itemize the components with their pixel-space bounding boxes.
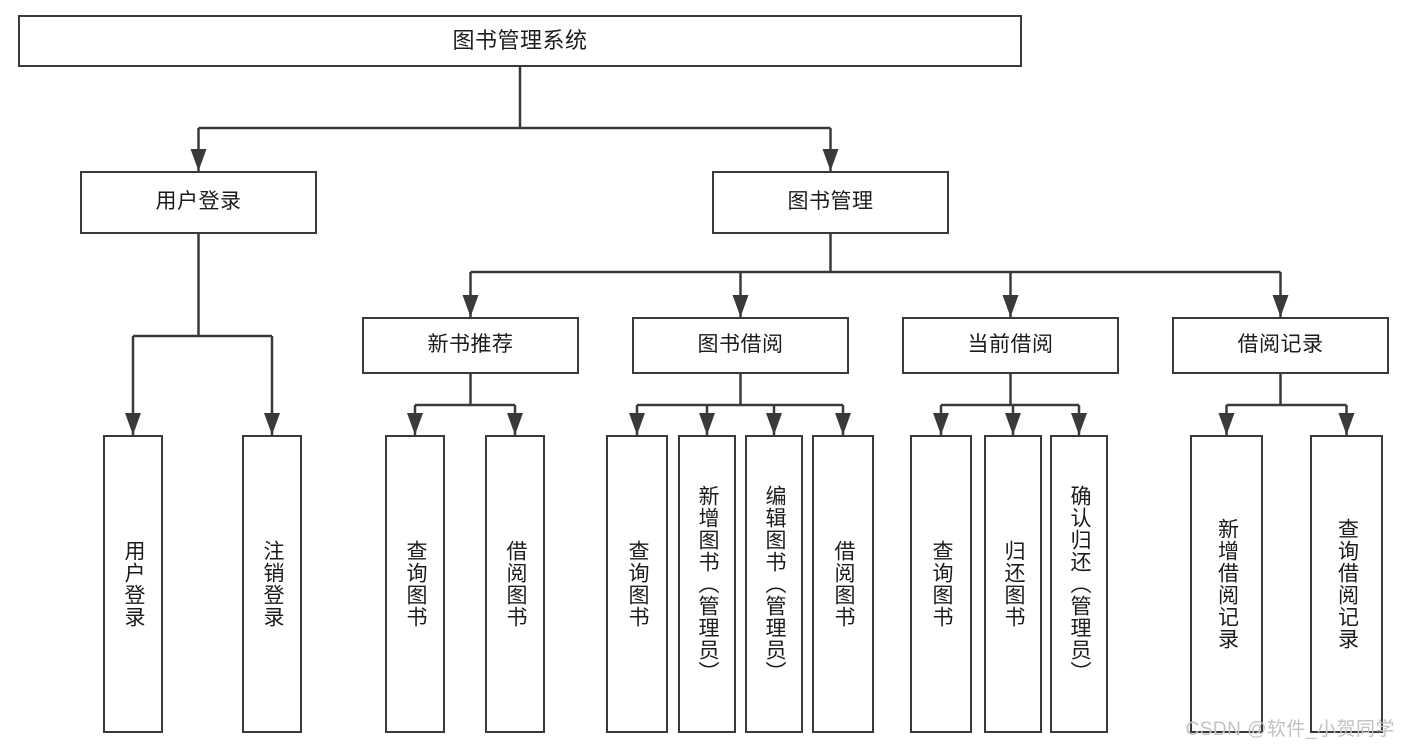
arrow-head-icon xyxy=(629,413,645,435)
node-label: 用户登录 xyxy=(122,540,146,628)
node-label: 确认归还（管理员） xyxy=(1068,485,1092,683)
node-label: 查询图书 xyxy=(626,540,650,628)
node-leaf-borrow-book-1: 借阅图书 xyxy=(485,435,545,733)
arrow-head-icon xyxy=(933,413,949,435)
arrow-head-icon xyxy=(1071,413,1087,435)
node-label: 归还图书 xyxy=(1002,540,1026,628)
node-user-login: 用户登录 xyxy=(80,171,317,234)
node-label: 查询图书 xyxy=(930,540,954,628)
arrow-head-icon xyxy=(190,149,207,171)
node-label: 查询借阅记录 xyxy=(1335,518,1359,650)
arrow-head-icon xyxy=(1218,413,1235,435)
node-label: 当前借阅 xyxy=(967,333,1054,357)
arrow-head-icon xyxy=(699,413,715,435)
node-leaf-query-record: 查询借阅记录 xyxy=(1310,435,1383,733)
node-label: 注销登录 xyxy=(261,540,285,628)
node-borrow-record: 借阅记录 xyxy=(1172,317,1389,374)
node-label: 图书借阅 xyxy=(697,333,784,357)
arrow-head-icon xyxy=(507,413,523,435)
arrow-head-icon xyxy=(732,295,749,317)
node-label: 新增借阅记录 xyxy=(1215,518,1239,650)
node-leaf-add-record: 新增借阅记录 xyxy=(1190,435,1263,733)
node-label: 新增图书（管理员） xyxy=(696,485,720,683)
arrow-head-icon xyxy=(822,149,839,171)
node-leaf-borrow-book-2: 借阅图书 xyxy=(812,435,874,733)
arrow-head-icon xyxy=(1338,413,1355,435)
node-label: 借阅图书 xyxy=(832,540,856,628)
node-new-book-rec: 新书推荐 xyxy=(362,317,579,374)
arrow-head-icon xyxy=(264,413,280,435)
node-label: 查询图书 xyxy=(404,540,428,628)
node-label: 编辑图书（管理员） xyxy=(763,485,787,683)
node-label: 新书推荐 xyxy=(427,333,514,357)
node-label: 图书管理系统 xyxy=(452,28,588,54)
node-label: 用户登录 xyxy=(155,190,242,214)
node-leaf-return-book: 归还图书 xyxy=(984,435,1042,733)
arrow-head-icon xyxy=(766,413,782,435)
node-current-borrow: 当前借阅 xyxy=(902,317,1119,374)
node-book-borrow: 图书借阅 xyxy=(632,317,849,374)
arrow-head-icon xyxy=(407,413,423,435)
node-root: 图书管理系统 xyxy=(18,15,1022,67)
arrow-head-icon xyxy=(1002,295,1019,317)
arrow-head-icon xyxy=(1005,413,1021,435)
node-leaf-add-book: 新增图书（管理员） xyxy=(678,435,736,733)
node-book-manage: 图书管理 xyxy=(712,171,949,234)
node-leaf-query-book-3: 查询图书 xyxy=(910,435,972,733)
arrow-head-icon xyxy=(1272,295,1289,317)
node-label: 借阅记录 xyxy=(1237,333,1324,357)
node-leaf-confirm-return: 确认归还（管理员） xyxy=(1050,435,1108,733)
node-leaf-logout: 注销登录 xyxy=(242,435,302,733)
arrow-head-icon xyxy=(462,295,479,317)
node-leaf-user-login: 用户登录 xyxy=(103,435,163,733)
node-label: 借阅图书 xyxy=(504,540,528,628)
arrow-head-icon xyxy=(835,413,851,435)
arrow-head-icon xyxy=(125,413,141,435)
node-leaf-query-book-2: 查询图书 xyxy=(606,435,668,733)
node-label: 图书管理 xyxy=(787,190,874,214)
node-leaf-query-book-1: 查询图书 xyxy=(385,435,445,733)
node-leaf-edit-book: 编辑图书（管理员） xyxy=(745,435,803,733)
